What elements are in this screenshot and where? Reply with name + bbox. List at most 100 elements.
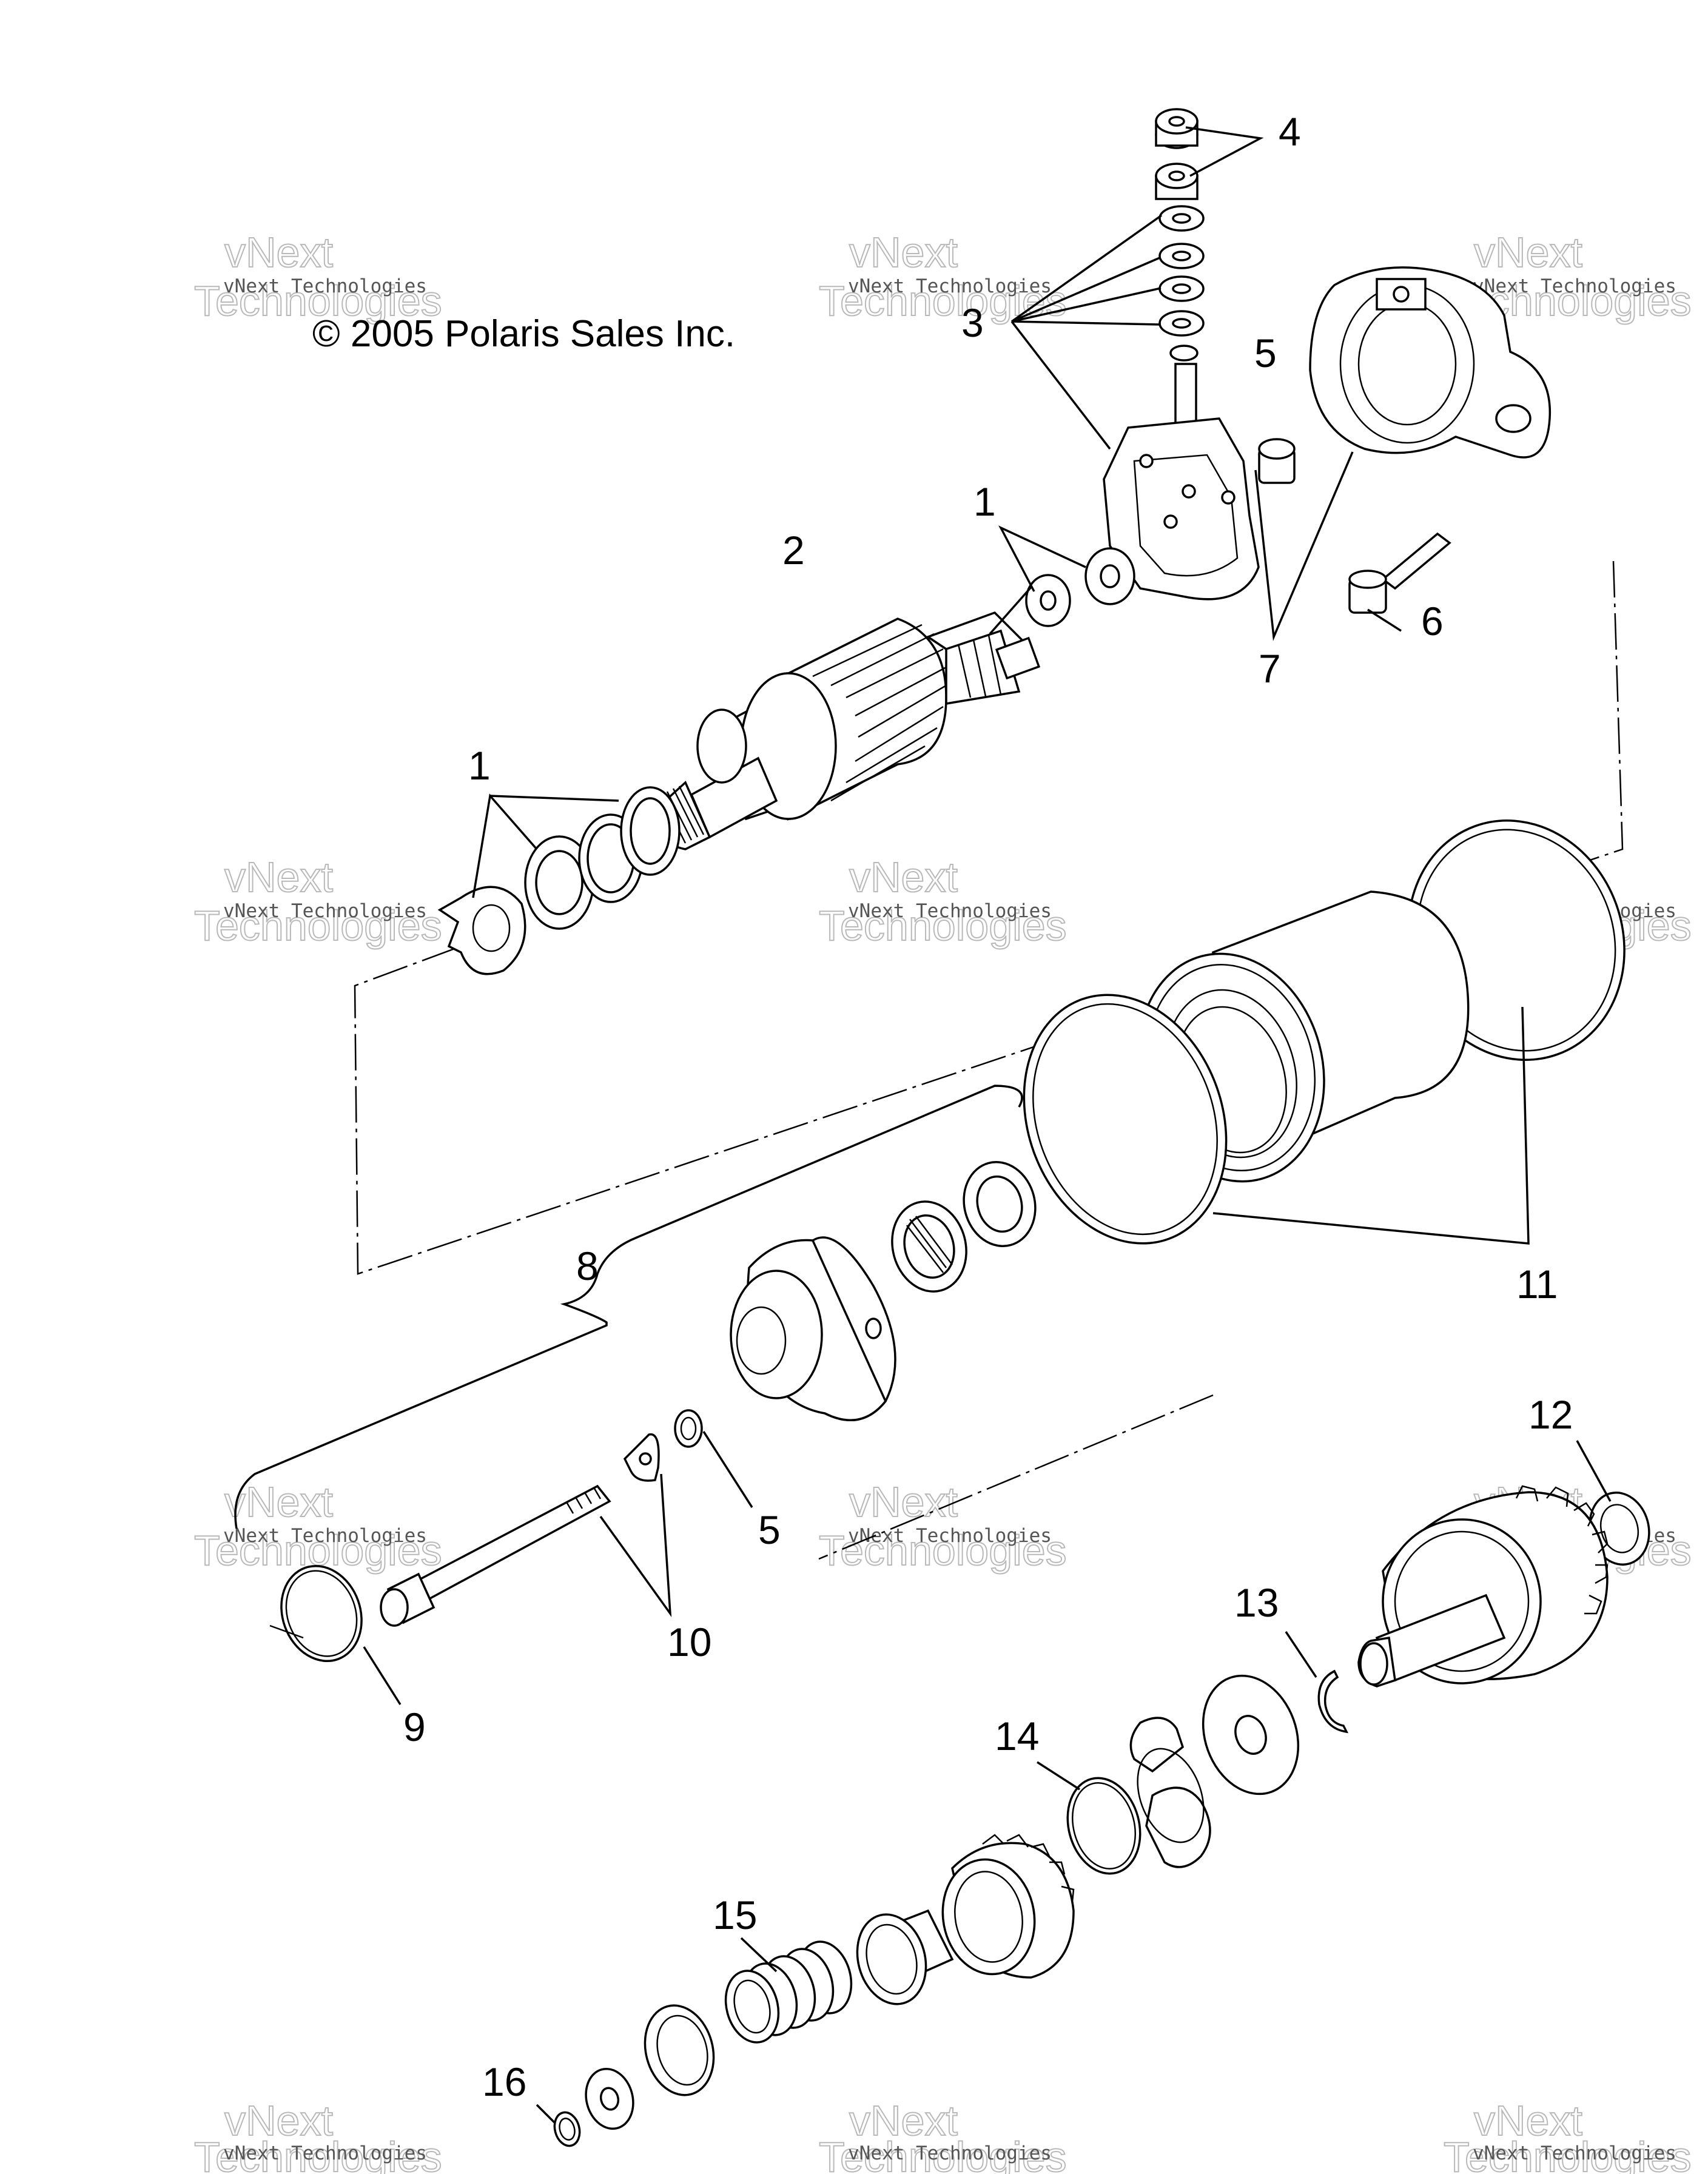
part-spring-cup xyxy=(644,2004,715,2096)
svg-text:Technologies: Technologies xyxy=(819,902,1067,949)
part-washers-3 xyxy=(1158,205,1205,337)
callout-5-top: 5 xyxy=(1254,331,1277,375)
part-circlip-13 xyxy=(1317,1669,1349,1734)
part-bearing xyxy=(963,1160,1037,1248)
watermark-top-left: vNext Technologies vNext Technologies xyxy=(193,228,443,325)
part-o-ring-5-bottom xyxy=(674,1409,703,1448)
callout-15: 15 xyxy=(713,1893,757,1937)
part-front-housing-8 xyxy=(730,1236,896,1421)
callout-10: 10 xyxy=(667,1620,711,1664)
callout-2: 2 xyxy=(782,528,805,573)
svg-text:vNext: vNext xyxy=(849,2097,958,2144)
watermark-low-left: vNext Technologies vNext Technologies xyxy=(193,1478,443,1575)
svg-text:vNext Technologies: vNext Technologies xyxy=(848,1525,1052,1547)
callout-14: 14 xyxy=(995,1714,1039,1758)
part-overrunning-clutch xyxy=(941,1834,1075,1979)
callout-9: 9 xyxy=(403,1705,426,1749)
part-bolt-6 xyxy=(1348,532,1451,614)
leader-15 xyxy=(740,1937,778,1973)
callout-7: 7 xyxy=(1259,646,1281,691)
leader-8-bracket xyxy=(234,1085,1023,1529)
callout-3: 3 xyxy=(961,300,984,345)
part-pinion-shaft xyxy=(1357,1485,1609,1688)
svg-text:vNext Technologies: vNext Technologies xyxy=(223,2142,427,2164)
leader-1-lower-b xyxy=(489,795,619,802)
svg-text:Technologies: Technologies xyxy=(819,277,1067,325)
callout-1-upper: 1 xyxy=(973,479,996,524)
svg-text:vNext Technologies: vNext Technologies xyxy=(1473,275,1676,297)
callout-4: 4 xyxy=(1279,109,1301,154)
leader-14 xyxy=(1037,1761,1080,1791)
svg-text:vNext: vNext xyxy=(224,1478,333,1526)
part-armature-2 xyxy=(651,611,1041,850)
leader-7 xyxy=(1254,451,1354,641)
leader-5-bottom xyxy=(702,1431,753,1508)
svg-text:Technologies: Technologies xyxy=(194,902,442,949)
leader-3d xyxy=(1010,320,1111,450)
part-washer-plate-10 xyxy=(623,1433,660,1482)
callout-5-bottom: 5 xyxy=(758,1507,781,1552)
part-washers-1-upper xyxy=(1025,547,1135,627)
callout-6: 6 xyxy=(1421,599,1444,644)
part-collar xyxy=(856,1909,954,2005)
copyright-notice: © 2005 Polaris Sales Inc. xyxy=(312,313,736,355)
callout-numbers: 4 3 5 1 2 6 7 1 8 11 12 5 13 10 9 14 15 … xyxy=(403,109,1573,2104)
leader-lines xyxy=(234,126,1612,2124)
svg-text:vNext Technologies: vNext Technologies xyxy=(848,900,1052,922)
callout-16: 16 xyxy=(482,2059,526,2104)
watermark-bottom-center: vNext Technologies vNext Technologies xyxy=(818,2096,1068,2174)
part-washers-1-lower xyxy=(437,786,681,975)
leader-1-upper xyxy=(998,525,1086,592)
part-snap-ring-9 xyxy=(269,1564,363,1663)
part-spring-15 xyxy=(724,1940,853,2044)
callout-11: 11 xyxy=(1516,1262,1558,1307)
part-ring-14 xyxy=(1066,1777,1141,1875)
watermark-bottom-left: vNext Technologies vNext Technologies xyxy=(193,2096,443,2174)
leader-13 xyxy=(1285,1631,1317,1678)
dash-line-main xyxy=(354,560,1624,1275)
watermark-low-center: vNext Technologies vNext Technologies xyxy=(818,1478,1068,1575)
part-stop-washer xyxy=(585,2067,634,2130)
part-washer-thrust xyxy=(1202,1674,1300,1795)
watermark-mid-left: vNext Technologies vNext Technologies xyxy=(193,853,443,950)
leader-3b xyxy=(1011,287,1162,323)
leader-10 xyxy=(599,1473,672,1617)
svg-text:vNext: vNext xyxy=(224,853,333,901)
svg-text:vNext Technologies: vNext Technologies xyxy=(848,275,1052,297)
part-nut-4-upper xyxy=(1155,108,1199,149)
watermark-top-right: vNext Technologies vNext Technologies xyxy=(1443,228,1692,325)
terminal-stud xyxy=(1174,363,1197,432)
svg-text:vNext: vNext xyxy=(849,1478,958,1526)
leader-9 xyxy=(363,1646,402,1705)
leader-11 xyxy=(1212,1006,1530,1245)
dash-line-axis xyxy=(818,1394,1214,1560)
leader-3c xyxy=(1011,320,1162,326)
part-end-housing-7 xyxy=(1309,266,1552,459)
part-brush-plate xyxy=(1103,363,1260,601)
svg-text:vNext: vNext xyxy=(1474,229,1582,276)
callout-8: 8 xyxy=(576,1243,599,1288)
svg-text:Technologies: Technologies xyxy=(819,1527,1067,1574)
part-clutch-rollers xyxy=(1129,1717,1211,1868)
svg-text:Technologies: Technologies xyxy=(819,2133,1067,2174)
svg-text:vNext Technologies: vNext Technologies xyxy=(223,275,427,297)
part-clip-16 xyxy=(553,2111,581,2147)
svg-text:vNext Technologies: vNext Technologies xyxy=(1473,2142,1676,2164)
part-nut-4-lower xyxy=(1155,163,1199,200)
svg-text:vNext Technologies: vNext Technologies xyxy=(848,2142,1052,2164)
leader-2 xyxy=(989,586,1032,635)
svg-text:vNext: vNext xyxy=(1474,2097,1582,2144)
leader-6 xyxy=(1367,608,1402,632)
watermark-bottom-right: vNext Technologies vNext Technologies xyxy=(1443,2096,1692,2174)
callout-1-lower: 1 xyxy=(468,743,491,788)
part-o-ring-11-left xyxy=(1023,994,1228,1245)
svg-text:vNext: vNext xyxy=(224,2097,333,2144)
callout-13: 13 xyxy=(1234,1580,1279,1625)
svg-text:Technologies: Technologies xyxy=(1444,2133,1692,2174)
svg-text:vNext: vNext xyxy=(849,853,958,901)
leader-12 xyxy=(1576,1440,1612,1502)
part-bushing xyxy=(1258,438,1296,484)
svg-text:Technologies: Technologies xyxy=(194,277,442,325)
svg-text:vNext Technologies: vNext Technologies xyxy=(223,900,427,922)
